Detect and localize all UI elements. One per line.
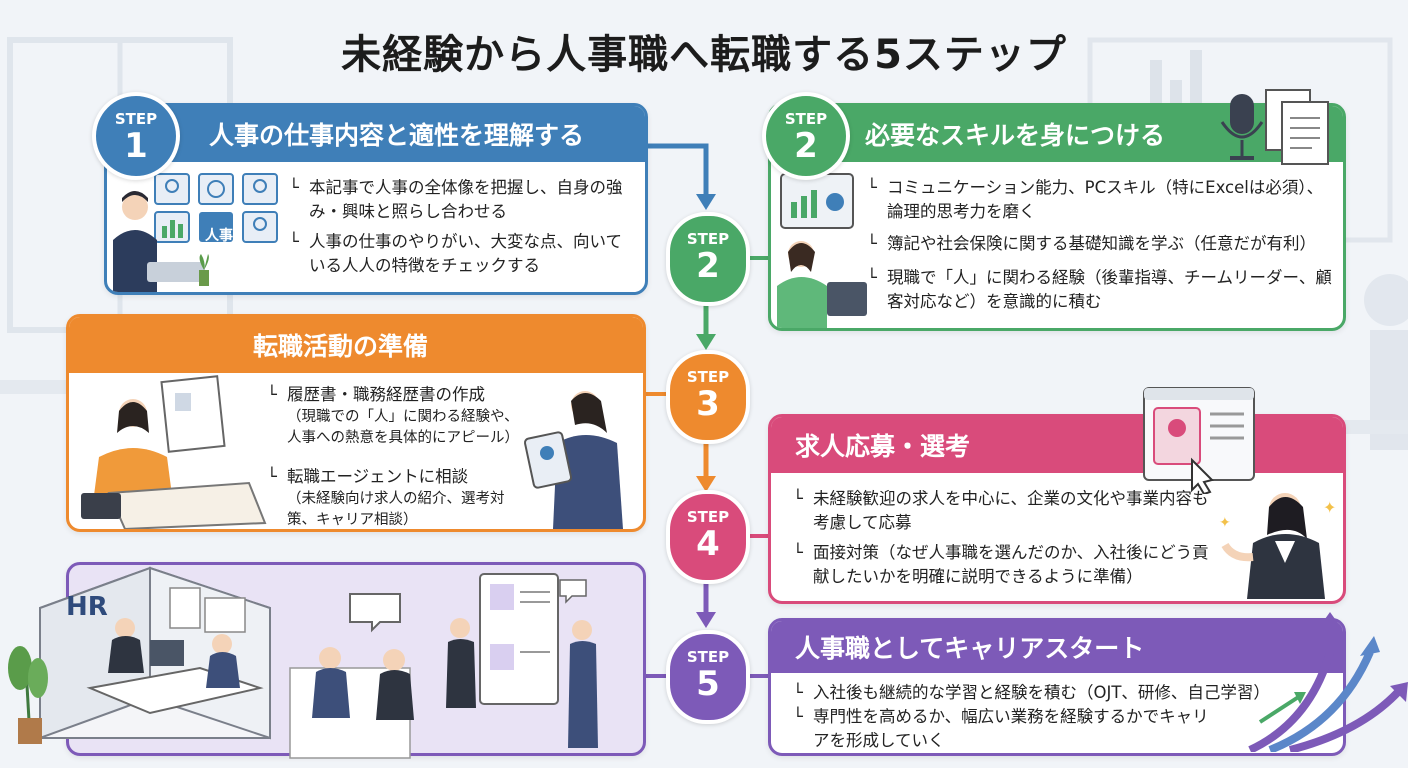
step-1-card: 人事の仕事内容と適性を理解する 人事 └本記事で人事の全体像を把握し、自 [104, 103, 648, 295]
step-2-flow-badge: STEP 2 [666, 212, 750, 306]
step-1-header: 人事の仕事内容と適性を理解する [107, 106, 645, 162]
step-5-bullet-1: └入社後も継続的な学習と経験を積む（OJT、研修、自己学習） [793, 683, 1270, 702]
step-2-card: 必要なスキルを身につける └コミュニケーション能力、PCスキル（特にExcelは… [768, 103, 1346, 331]
documents-icon [1265, 89, 1329, 165]
step-5-flow-badge: STEP 5 [666, 630, 750, 724]
step-1-heading: 人事の仕事内容と適性を理解する [209, 121, 585, 150]
step-1-bullet-2: └人事の仕事のやりがい、大変な点、向いている人人の特徴をチェックする [289, 232, 623, 275]
step-1-badge: STEP 1 [92, 92, 180, 180]
step-3-illustration-right [523, 391, 623, 529]
step-4-heading: 求人応募・選考 [795, 432, 971, 461]
step-2-bullet-3: └現職で「人」に関わる経験（後輩指導、チームリーダー、顧客対応など）を意識的に積… [867, 268, 1332, 311]
svg-text:✦: ✦ [1323, 498, 1336, 517]
step-4-illustration: ✦ ✦ [1219, 493, 1336, 599]
step-5-card: 人事職としてキャリアスタート └入社後も継続的な学習と経験を積む（OJT、研修、… [768, 618, 1346, 756]
step-4-bullet-1: └未経験歓迎の求人を中心に、企業の文化や事業内容も考慮して応募 [793, 489, 1209, 532]
step-3-bullet-1: └履歴書・職務経歴書の作成 （現職での「人」に関わる経験や、人事への熱意を具体的… [267, 383, 523, 449]
step-1-illustration [113, 173, 278, 292]
step-3-bullet-1-detail: （現職での「人」に関わる経験や、人事への熱意を具体的にアピール） [287, 409, 519, 446]
step-1-icon-label: 人事 [205, 228, 233, 244]
step-3-flow-badge: STEP 3 [666, 350, 750, 444]
svg-text:✦: ✦ [1219, 515, 1231, 531]
step-1-bullet-1: └本記事で人事の全体像を把握し、自身の強み・興味と照らし合わせる [289, 178, 623, 221]
step-3-card: 転職活動の準備 └履歴書・職務経歴書の作成 （現職での「人」に関わる経験や、人事… [66, 314, 646, 532]
step-3-bullet-2: └転職エージェントに相談 （未経験向け求人の紹介、選考対策、キャリア相談） [267, 465, 523, 529]
step-4-flow-badge: STEP 4 [666, 490, 750, 584]
step-3-heading: 転職活動の準備 [253, 332, 429, 361]
hr-office-illustration [8, 566, 598, 759]
profile-window-icon [1143, 387, 1255, 494]
step-3-illustration-left [81, 375, 267, 529]
step-5-heading: 人事職としてキャリアスタート [795, 634, 1145, 663]
step-4-card: 求人応募・選考 └未経験歓迎の求人を中心に、企業の文化や事業内容も考慮して応募 … [768, 414, 1346, 604]
page-title: 未経験から人事職へ転職する5ステップ [341, 32, 1067, 78]
step-2-bullet-2: └簿記や社会保険に関する基礎知識を学ぶ（任意だが有利） [867, 234, 1316, 253]
step-2-bullet-1: └コミュニケーション能力、PCスキル（特にExcelは必須）、論理的思考力を磨く [867, 178, 1324, 221]
step-5-bullet-2: └専門性を高めるか、幅広い業務を経験するかでキャリアを形成していく [793, 707, 1209, 750]
step-2-illustration [777, 173, 867, 328]
career-path-arrows-icon [1248, 612, 1408, 752]
step-4-bullet-2: └面接対策（なぜ人事職を選んだのか、入社後にどう貢献したいかを明確に説明できるよ… [793, 543, 1209, 586]
step-5-header: 人事職としてキャリアスタート [771, 621, 1343, 673]
step-2-heading: 必要なスキルを身につける [865, 121, 1166, 150]
step-3-header: 転職活動の準備 [69, 317, 643, 373]
step-3-bullet-2-detail: （未経験向け求人の紹介、選考対策、キャリア相談） [287, 491, 505, 528]
microphone-icon [1220, 94, 1264, 160]
hr-office-sign: HR [66, 592, 108, 622]
step-2-badge: STEP 2 [762, 92, 850, 180]
